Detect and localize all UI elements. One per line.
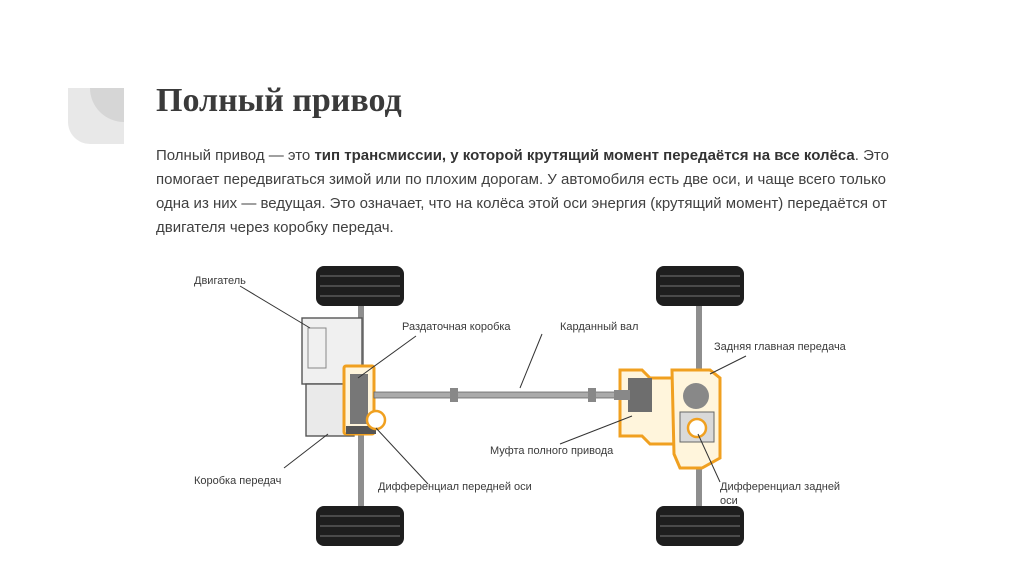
label-front-differential: Дифференциал передней оси <box>378 481 532 493</box>
label-rear-final-drive: Задняя главная передача <box>714 341 847 353</box>
paragraph-bold-definition: тип трансмиссии, у которой крутящий моме… <box>314 147 855 164</box>
driveshaft <box>373 388 623 402</box>
awd-coupling <box>614 368 676 446</box>
rear-differential <box>686 417 708 439</box>
wheel-rear-right <box>656 506 744 546</box>
wheel-rear-left <box>656 266 744 306</box>
page-title: Полный привод <box>156 82 402 119</box>
wheel-front-right <box>316 506 404 546</box>
label-gearbox: Коробка передач <box>194 475 281 487</box>
label-rear-differential-line2: оси <box>720 495 738 507</box>
label-rear-differential-line1: Дифференциал задней <box>720 481 840 493</box>
decorative-corner-shape <box>68 88 124 144</box>
paragraph-text-2: . Это помогает передвигаться зимой или п… <box>156 147 889 236</box>
awd-drivetrain-diagram: Двигатель Раздаточная коробка Карданный … <box>194 266 847 546</box>
paragraph-text-1: Полный привод — это <box>156 147 315 164</box>
label-transfer-case: Раздаточная коробка <box>402 321 511 333</box>
wheel-front-left <box>316 266 404 306</box>
label-driveshaft: Карданный вал <box>560 321 638 333</box>
description-paragraph: Полный привод — это тип трансмиссии, у к… <box>156 144 916 240</box>
callout-lines <box>239 285 747 485</box>
front-differential <box>365 409 387 431</box>
label-engine: Двигатель <box>194 275 246 287</box>
label-awd-coupling: Муфта полного привода <box>490 445 614 457</box>
